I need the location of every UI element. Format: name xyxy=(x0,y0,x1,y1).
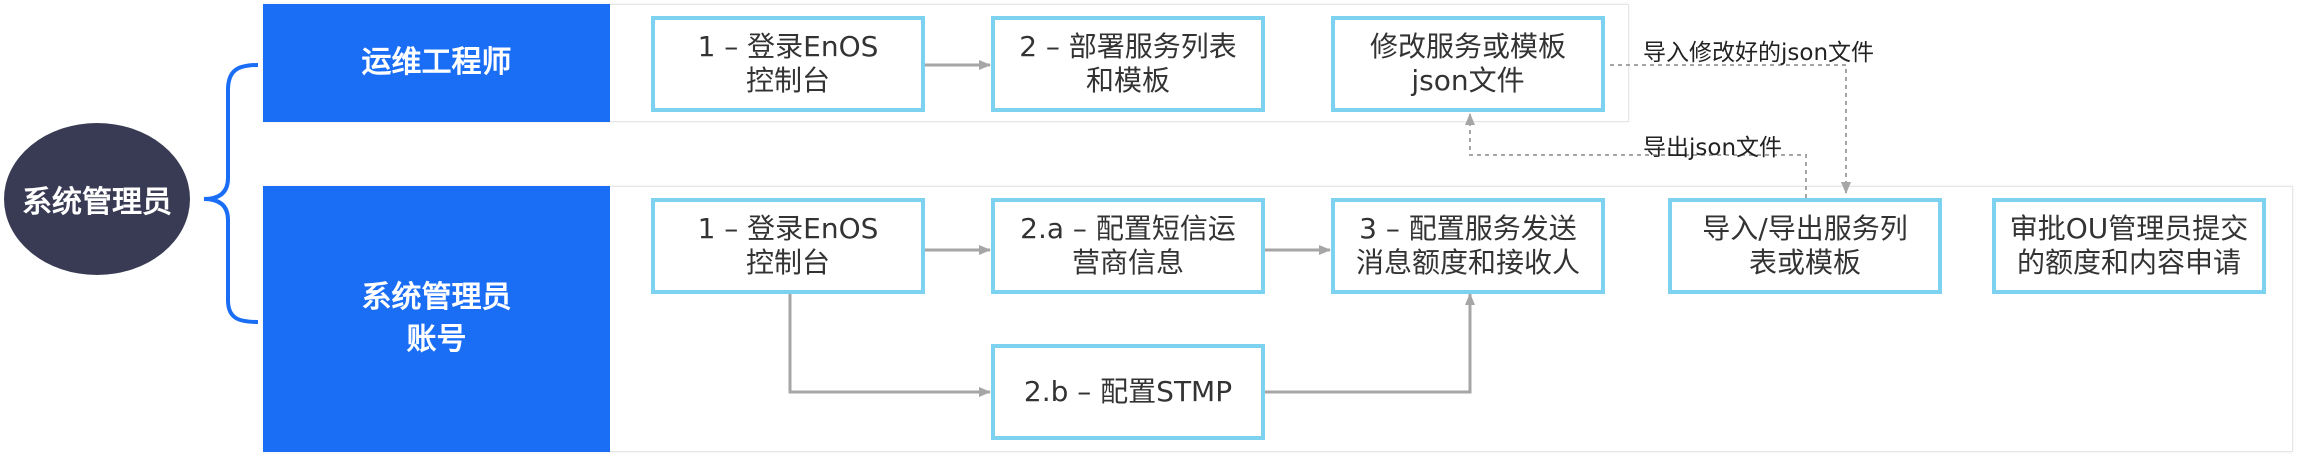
lane-admin-label: 系统管理员 账号 xyxy=(263,186,610,452)
arrow-admin-2b-to-3 xyxy=(1265,293,1475,394)
actor-brace xyxy=(203,63,259,324)
actor-system-admin: 系统管理员 xyxy=(4,123,190,275)
arrow-import-modified-json xyxy=(1610,64,1851,194)
note-export-json: 导出json文件 xyxy=(1643,135,1783,161)
arrow-export-json xyxy=(1465,113,1807,198)
note-import-modified-json: 导入修改好的json文件 xyxy=(1643,40,1875,66)
arrow-admin-1-to-2b xyxy=(788,294,991,397)
admin-step-import-export: 导入/导出服务列 表或模板 xyxy=(1668,198,1942,294)
admin-step-approve-ou-requests: 审批OU管理员提交 的额度和内容申请 xyxy=(1992,198,2266,294)
lane-ops-label: 运维工程师 xyxy=(263,4,610,122)
ops-step-deploy-services: 2 – 部署服务列表 和模板 xyxy=(991,16,1265,112)
admin-step-3-quota-recipients: 3 – 配置服务发送 消息额度和接收人 xyxy=(1331,198,1605,294)
admin-step-2b-stmp: 2.b – 配置STMP xyxy=(991,344,1265,440)
admin-step-2a-sms-carrier: 2.a – 配置短信运 营商信息 xyxy=(991,198,1265,294)
ops-step-edit-json: 修改服务或模板 json文件 xyxy=(1331,16,1605,112)
ops-step-login-console: 1 – 登录EnOS 控制台 xyxy=(651,16,925,112)
admin-step-login-console: 1 – 登录EnOS 控制台 xyxy=(651,198,925,294)
